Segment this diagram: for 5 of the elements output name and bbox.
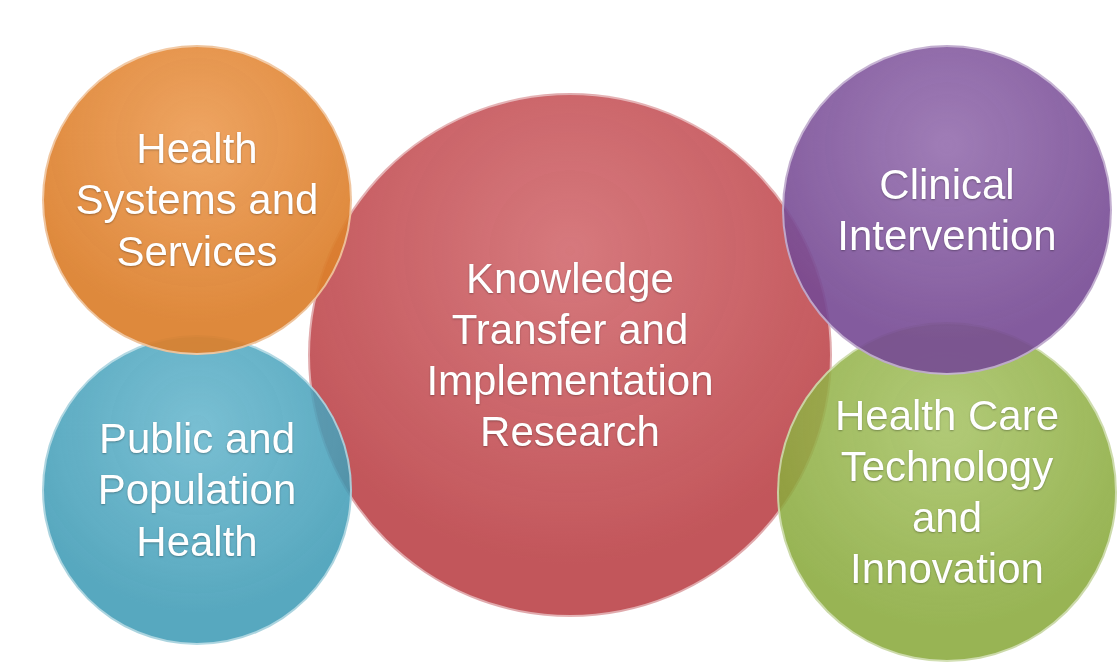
circle-label: Clinical Intervention — [836, 159, 1058, 261]
circle-label: Public and Population Health — [96, 414, 298, 567]
circle-label: Health Care Technology and Innovation — [833, 390, 1061, 595]
circle-label: Knowledge Transfer and Implementation Research — [425, 253, 715, 458]
circle-label: Health Systems and Services — [74, 124, 320, 277]
